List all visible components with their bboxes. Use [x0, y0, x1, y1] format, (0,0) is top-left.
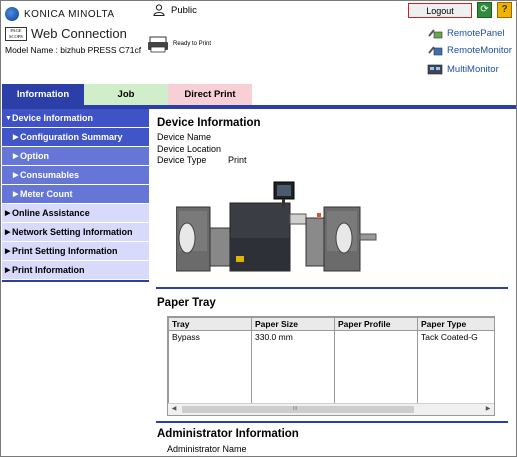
- table-header-row: Tray Paper Size Paper Profile Paper Type: [168, 317, 495, 331]
- tab-job[interactable]: Job: [84, 84, 168, 105]
- remote-monitor-label[interactable]: RemoteMonitor: [447, 44, 512, 56]
- printer-status-text: Ready to Print: [173, 41, 212, 47]
- sidebar-item-consumables[interactable]: ▶ Consumables: [2, 166, 149, 185]
- arrow-right-icon: ▶: [5, 229, 11, 236]
- remote-monitor-link[interactable]: RemoteMonitor: [427, 44, 512, 56]
- table-row: Bypass 330.0 mm Tack Coated-G: [168, 330, 495, 344]
- arrow-right-icon: ▶: [13, 191, 19, 198]
- arrow-right-icon: ▶: [13, 153, 19, 160]
- remote-monitor-icon: [428, 46, 443, 56]
- help-icon[interactable]: ?: [497, 2, 512, 18]
- device-information-heading: Device Information: [157, 117, 261, 129]
- paper-tray-table: Tray Paper Size Paper Profile Paper Type…: [168, 317, 495, 403]
- tab-underline: [2, 105, 516, 109]
- cell-paper-size: 330.0 mm: [251, 330, 335, 344]
- device-type-label: Device Type: [157, 155, 207, 165]
- machine-image: [176, 181, 377, 272]
- sidebar-item-configuration-summary[interactable]: ▶ Configuration Summary: [2, 128, 149, 147]
- device-location-label: Device Location: [157, 143, 222, 154]
- column-header-paper-size: Paper Size: [251, 317, 335, 331]
- arrow-right-icon: ▶: [5, 267, 11, 274]
- cell-paper-profile: [334, 330, 418, 344]
- paper-tray-heading: Paper Tray: [157, 297, 216, 309]
- remote-panel-label[interactable]: RemotePanel: [447, 27, 505, 39]
- scrollbar-thumb[interactable]: [182, 406, 414, 413]
- sidebar-item-print-information[interactable]: ▶ Print Information: [2, 261, 149, 280]
- administrator-name-label: Administrator Name: [167, 444, 247, 454]
- sidebar-bottom-line: [2, 280, 149, 282]
- konica-minolta-logo: KONICA MINOLTA: [5, 7, 115, 21]
- user-indicator: Public: [153, 4, 197, 16]
- pagescope-header: PAGE SCOPE Web Connection: [5, 26, 127, 41]
- main-tabs: Information Job Direct Print: [2, 84, 516, 105]
- sidebar-item-meter-count[interactable]: ▶ Meter Count: [2, 185, 149, 204]
- arrow-right-icon: ▶: [13, 172, 19, 179]
- remote-panel-icon: [428, 29, 443, 39]
- administrator-information-heading: Administrator Information: [157, 428, 299, 440]
- printer-status-icon: [148, 36, 168, 53]
- refresh-icon[interactable]: ⟳: [477, 2, 492, 18]
- user-icon: [153, 4, 165, 16]
- paper-tray-table-container: Tray Paper Size Paper Profile Paper Type…: [167, 316, 495, 416]
- user-label: Public: [171, 4, 197, 16]
- device-name-label: Device Name: [157, 132, 212, 142]
- arrow-right-icon: ▶: [5, 248, 11, 255]
- sidebar-item-online-assistance[interactable]: ▶ Online Assistance: [2, 204, 149, 223]
- model-name: Model Name : bizhub PRESS C71cf: [5, 45, 142, 55]
- konica-minolta-globe-icon: [5, 7, 19, 21]
- sidebar-item-option[interactable]: ▶ Option: [2, 147, 149, 166]
- sidebar-item-network-setting-information[interactable]: ▶ Network Setting Information: [2, 223, 149, 242]
- arrow-right-icon: ▶: [5, 210, 11, 217]
- expanded-arrow-icon: ▼: [5, 114, 12, 122]
- device-type-row: Device Type Print: [157, 155, 507, 167]
- device-information-section: Device Information Device Name Device Lo…: [157, 117, 507, 167]
- column-header-paper-profile: Paper Profile: [334, 317, 418, 331]
- multi-monitor-link[interactable]: MultiMonitor: [427, 63, 499, 75]
- logout-button[interactable]: Logout: [408, 3, 472, 18]
- column-header-paper-type: Paper Type: [417, 317, 495, 331]
- sidebar: ▼ Device Information ▶ Configuration Sum…: [2, 109, 149, 282]
- horizontal-scrollbar[interactable]: ◀ III ▶: [168, 403, 494, 415]
- remote-panel-link[interactable]: RemotePanel: [427, 27, 505, 39]
- tab-information[interactable]: Information: [2, 84, 84, 105]
- app-title: Web Connection: [31, 26, 127, 41]
- scroll-left-arrow-icon[interactable]: ◀: [171, 406, 177, 412]
- brand-name: KONICA MINOLTA: [24, 8, 115, 20]
- multi-monitor-label[interactable]: MultiMonitor: [447, 63, 499, 75]
- column-header-tray: Tray: [168, 317, 252, 331]
- section-divider: [156, 287, 508, 289]
- device-type-value: Print: [228, 155, 247, 165]
- table-empty-row: [168, 343, 495, 403]
- multi-monitor-icon: [427, 64, 443, 75]
- device-name-row: Device Name: [157, 132, 507, 144]
- section-divider: [156, 421, 508, 423]
- scroll-right-arrow-icon[interactable]: ▶: [485, 406, 491, 412]
- device-location-row: Device Location: [157, 144, 507, 156]
- cell-tray: Bypass: [168, 330, 252, 344]
- scrollbar-grip: III: [293, 406, 298, 412]
- arrow-right-icon: ▶: [13, 134, 19, 141]
- cell-paper-type: Tack Coated-G: [417, 330, 495, 344]
- sidebar-item-print-setting-information[interactable]: ▶ Print Setting Information: [2, 242, 149, 261]
- tab-direct-print[interactable]: Direct Print: [168, 84, 252, 105]
- sidebar-item-device-information[interactable]: ▼ Device Information: [2, 109, 149, 128]
- pagescope-logo-icon: PAGE SCOPE: [5, 26, 27, 41]
